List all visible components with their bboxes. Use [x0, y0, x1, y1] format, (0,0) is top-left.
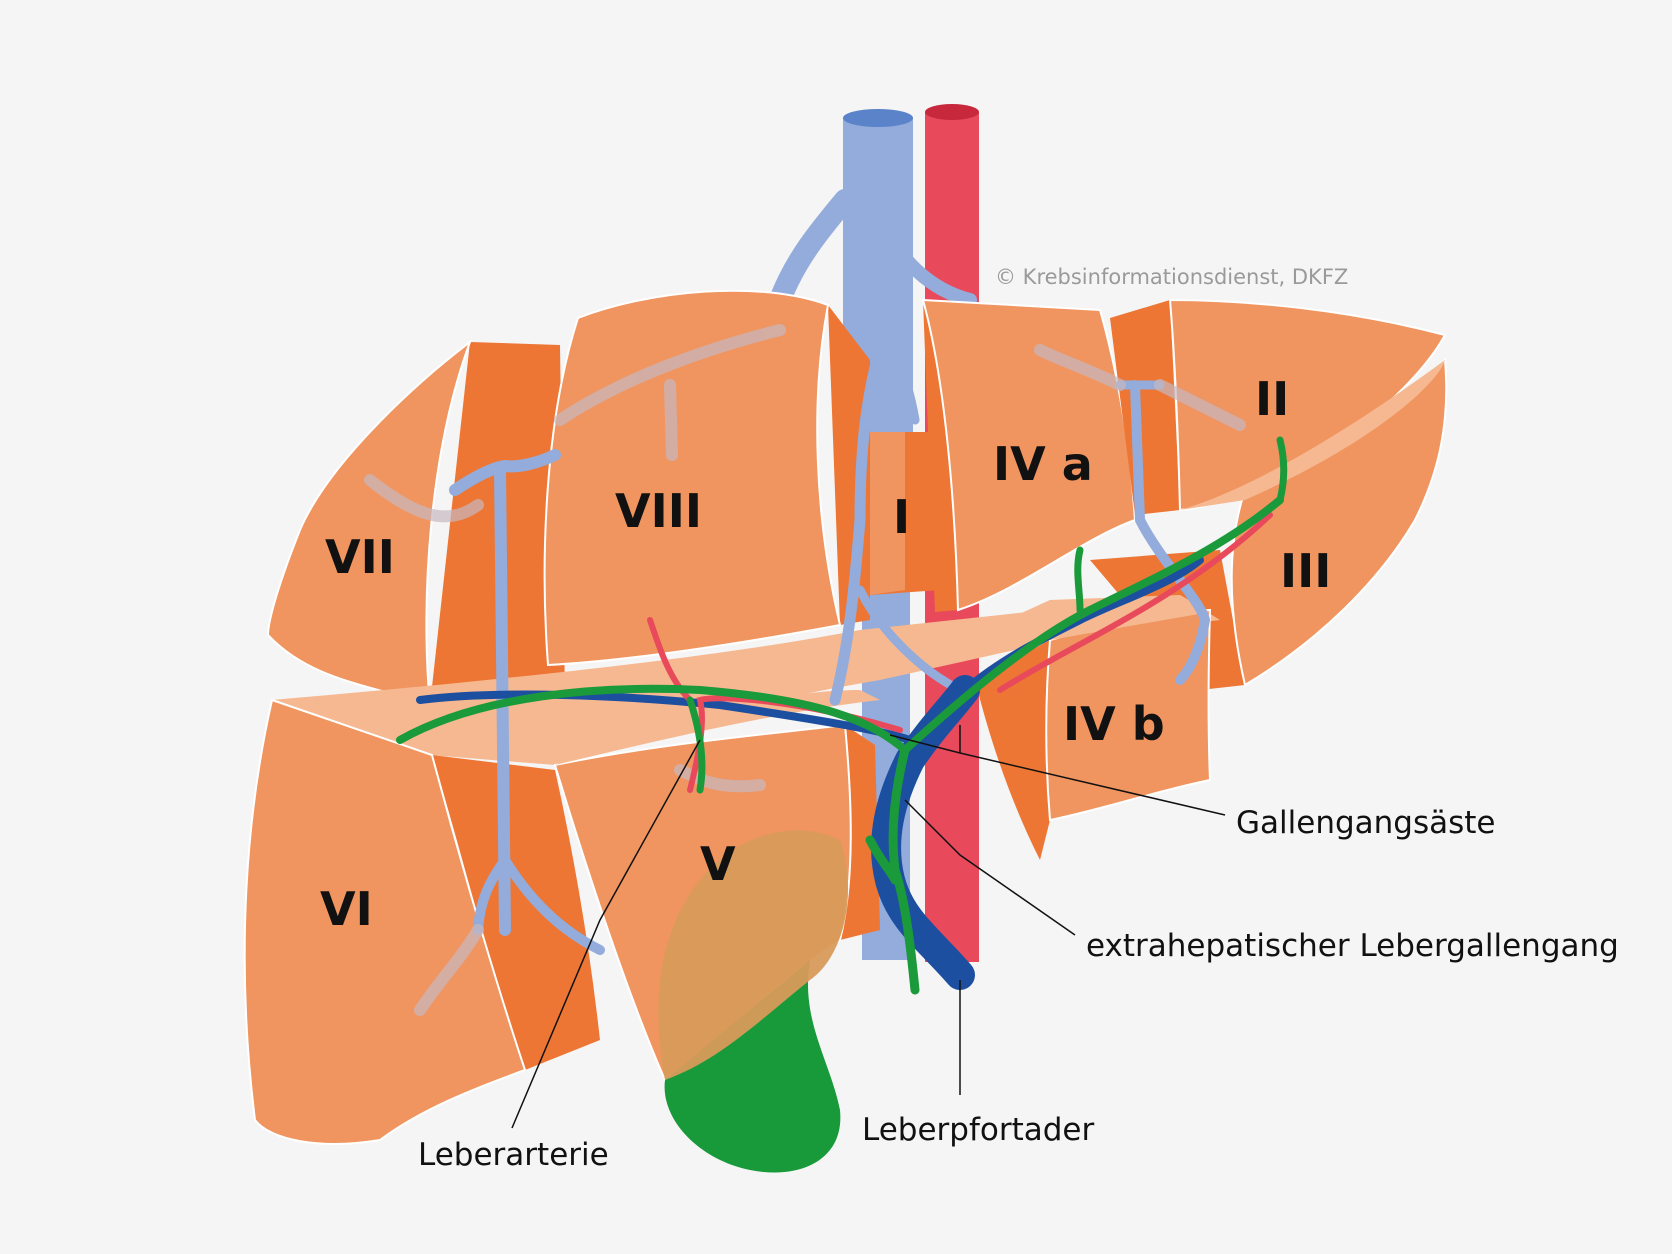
callout-bile-duct-branches: Gallengangsäste	[1236, 805, 1496, 841]
label-seg-III: III	[1280, 544, 1331, 598]
segment-VI	[243, 698, 600, 1145]
hepatic-veins-overlay	[364, 324, 1246, 1016]
label-seg-IVb: IV b	[1063, 697, 1165, 751]
label-seg-I: I	[893, 490, 910, 544]
hepatic-vein-upper	[769, 189, 977, 311]
segment-labels: VII VIII I IV a II III IV b V VI	[320, 372, 1331, 936]
callout-hepatic-artery: Leberarterie	[418, 1137, 609, 1173]
segment-II	[1110, 298, 1447, 515]
callout-portal-vein: Leberpfortader	[862, 1112, 1094, 1148]
label-seg-IVa: IV a	[993, 437, 1093, 491]
segment-VII	[266, 339, 565, 707]
label-seg-VII: VII	[325, 530, 395, 584]
label-seg-V: V	[700, 837, 736, 891]
segment-I	[870, 432, 940, 595]
callout-extrahepatic-duct: extrahepatischer Lebergallengang	[1086, 928, 1619, 964]
label-seg-VIII: VIII	[615, 484, 702, 538]
label-seg-II: II	[1255, 372, 1289, 426]
copyright-notice: © Krebsinformationsdienst, DKFZ	[995, 265, 1348, 289]
gallbladder	[658, 830, 849, 1173]
label-seg-VI: VI	[320, 882, 373, 936]
bile-ducts	[396, 436, 1288, 995]
callout-lines	[511, 725, 1226, 1129]
